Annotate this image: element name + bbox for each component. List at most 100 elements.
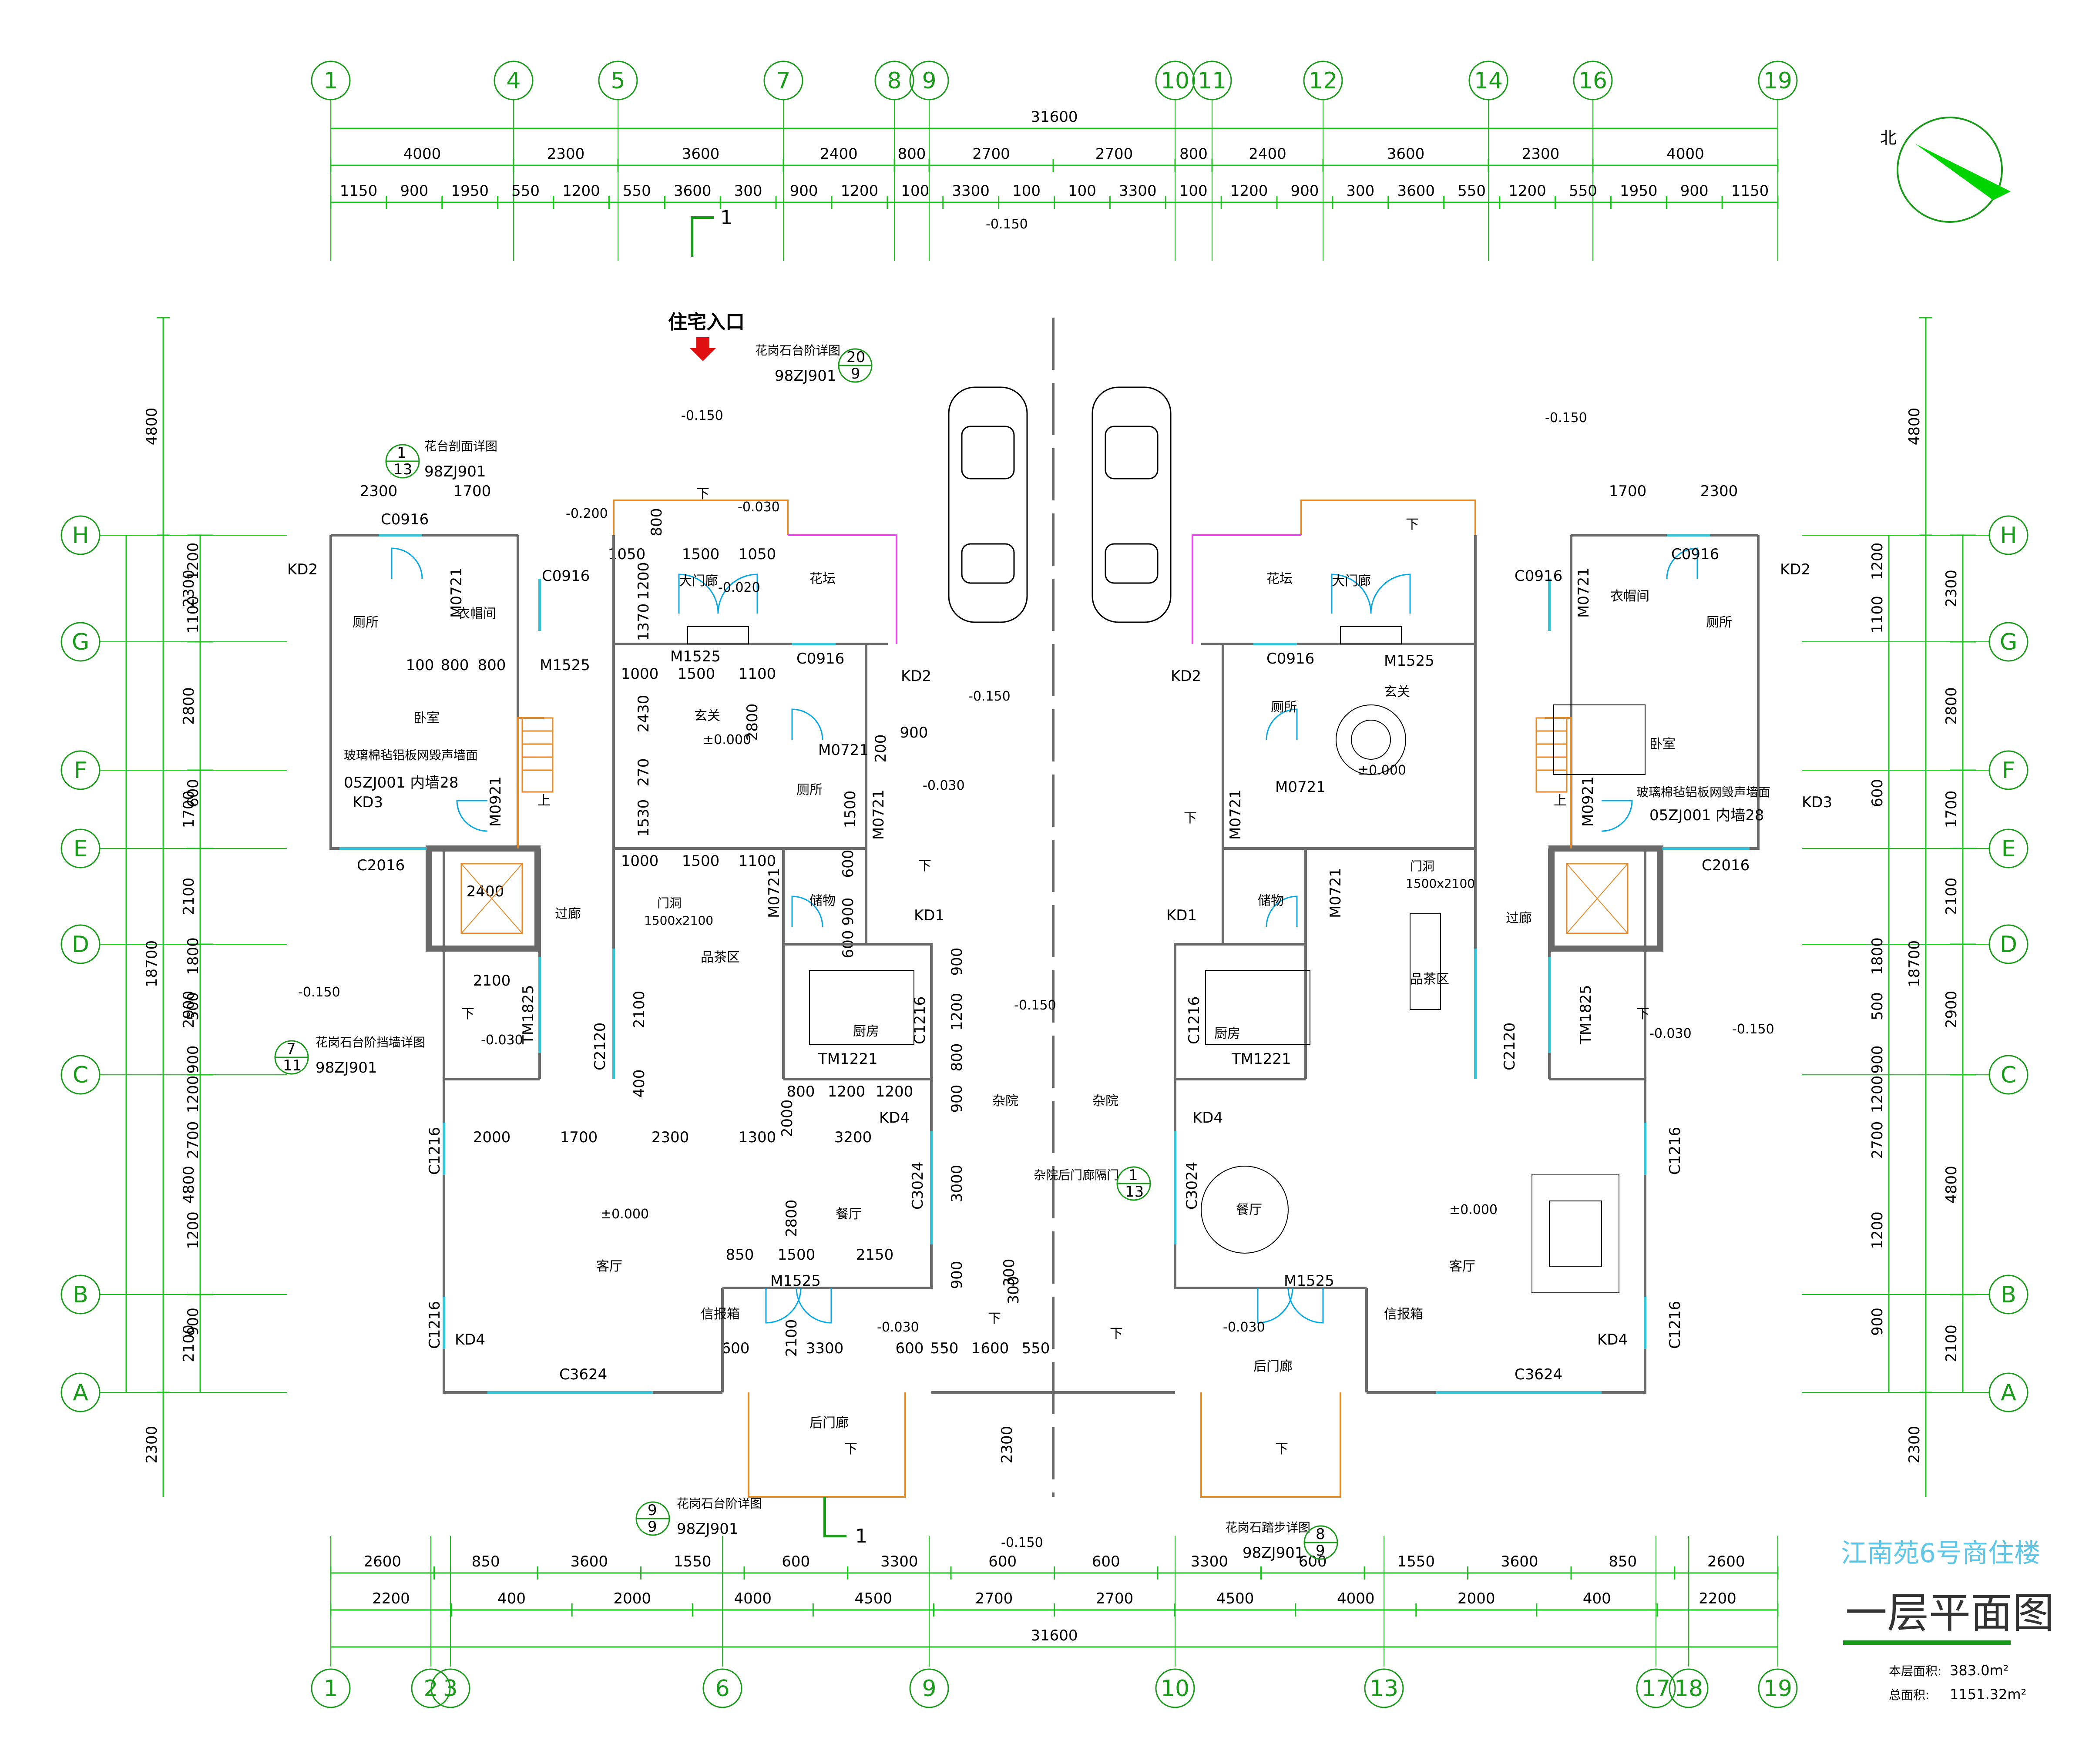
dim-text: 800	[787, 1083, 815, 1100]
dim-text: 1700	[1609, 483, 1647, 500]
svg-text:7: 7	[286, 1040, 296, 1058]
room-cloakroom-left: 衣帽间	[457, 606, 496, 621]
svg-text:1: 1	[855, 1525, 867, 1547]
dim-text: 1200	[185, 543, 202, 580]
axis-bubble	[598, 60, 638, 101]
axis-bubble	[60, 750, 101, 790]
dim-text: 900	[948, 1085, 966, 1113]
svg-text:C0916: C0916	[1266, 650, 1314, 667]
dim-text: 2100	[1943, 878, 1960, 916]
dim-text: 2700	[185, 1121, 202, 1159]
dim-text: 4800	[143, 408, 161, 446]
dim-text: 1100	[185, 596, 202, 634]
axis-bubble	[430, 1668, 470, 1708]
svg-text:KD3: KD3	[1802, 794, 1832, 811]
room-kitchen-right: 厨房	[1214, 1026, 1240, 1041]
dim-text: 1800	[185, 937, 202, 975]
dim-text: 3300	[880, 1553, 918, 1570]
svg-text:下: 下	[696, 486, 709, 502]
svg-text:下: 下	[461, 1006, 474, 1022]
room-planter-left: 花坛	[809, 571, 836, 587]
dim-text: 100	[1012, 182, 1041, 200]
svg-text:05ZJ001 内墙28: 05ZJ001 内墙28	[344, 774, 459, 791]
dim-text: 600	[1299, 1553, 1327, 1570]
svg-text:M0921: M0921	[1579, 776, 1597, 827]
axis-bubble	[1364, 1668, 1404, 1708]
svg-text:下: 下	[1184, 811, 1197, 826]
svg-text:-0.150: -0.150	[681, 408, 723, 423]
svg-text:98ZJ901: 98ZJ901	[1243, 1544, 1304, 1562]
axis-bubble	[411, 1668, 451, 1708]
dim-text: 600	[722, 1340, 750, 1357]
axis-label: G	[2000, 629, 2017, 655]
axis-label: 14	[1474, 68, 1503, 94]
axis-label: 19	[1763, 68, 1792, 94]
axis-bubble	[1988, 1274, 2029, 1315]
dim-text: 1200	[876, 1083, 914, 1100]
dim-text: 100	[1179, 182, 1208, 200]
svg-text:1: 1	[1128, 1167, 1138, 1184]
dim-text: 1500	[842, 791, 859, 828]
dim-text: 600	[185, 779, 202, 807]
dim-text: 1700	[453, 483, 491, 500]
room-main-porch-right: 大门廊	[1332, 573, 1371, 589]
north-label: 北	[1880, 128, 1897, 148]
dim-text: 31600	[1031, 1627, 1078, 1644]
floor-area-label: 本层面积:	[1889, 1664, 1941, 1678]
svg-text:1500x2100: 1500x2100	[644, 913, 713, 928]
svg-text:M0721: M0721	[1575, 567, 1592, 618]
dim-text: 1530	[635, 799, 652, 837]
svg-text:13: 13	[393, 461, 412, 478]
dim-text: 1200	[828, 1083, 866, 1100]
svg-text:M1525: M1525	[770, 1272, 821, 1290]
axis-bubble	[60, 515, 101, 555]
north-arrow-icon	[1897, 117, 2011, 223]
dim-text: 900	[1869, 1046, 1886, 1074]
dim-text: 2000	[779, 1100, 796, 1137]
axis-bubble	[311, 1668, 351, 1708]
room-toilet-right: 厕所	[1706, 615, 1732, 630]
dim-text: 3600	[1397, 182, 1435, 200]
dim-text: 550	[623, 182, 651, 200]
dim-text: 3300	[1190, 1553, 1228, 1570]
room-corridor-left: 过廊	[555, 906, 581, 922]
dim-text: 1200	[948, 993, 966, 1031]
svg-text:下: 下	[1636, 1006, 1649, 1022]
axis-label: A	[73, 1380, 88, 1406]
room-main-porch-left: 大门廊	[679, 573, 718, 589]
dim-text: 1200	[1869, 1211, 1886, 1249]
axis-bubble	[1192, 60, 1232, 101]
stairs	[521, 717, 1568, 793]
dim-text: 1100	[739, 852, 776, 870]
dim-text: 2900	[180, 991, 198, 1029]
dim-text: 300	[734, 182, 762, 200]
axis-bubble	[1758, 60, 1798, 101]
axis-label: D	[72, 932, 89, 958]
svg-text:KD1: KD1	[914, 907, 944, 924]
dim-text: 400	[631, 1070, 648, 1098]
dim-text: 2400	[1249, 145, 1286, 163]
axis-label: 11	[1198, 68, 1226, 94]
svg-text:M1525: M1525	[540, 657, 590, 674]
dim-text: 3200	[834, 1129, 872, 1146]
dim-text: 2100	[631, 991, 648, 1029]
room-storage-left: 储物	[809, 893, 836, 909]
svg-text:9: 9	[648, 1502, 657, 1519]
dim-text: 1200	[185, 1076, 202, 1113]
axis-bubble	[702, 1668, 742, 1708]
dim-text: 1100	[1869, 596, 1886, 634]
svg-text:KD2: KD2	[901, 667, 931, 685]
dim-text: 850	[472, 1553, 500, 1570]
dim-text: 4000	[734, 1590, 772, 1607]
svg-text:98ZJ901: 98ZJ901	[677, 1520, 738, 1538]
svg-text:1500x2100: 1500x2100	[1406, 876, 1475, 891]
dim-text: 2100	[783, 1319, 800, 1357]
svg-text:9: 9	[1316, 1542, 1325, 1559]
axis-label: 16	[1579, 68, 1607, 94]
svg-text:KD4: KD4	[455, 1331, 485, 1348]
svg-text:-0.150: -0.150	[986, 217, 1028, 232]
dim-text: 550	[1022, 1340, 1050, 1357]
elevator-right	[1566, 863, 1629, 934]
